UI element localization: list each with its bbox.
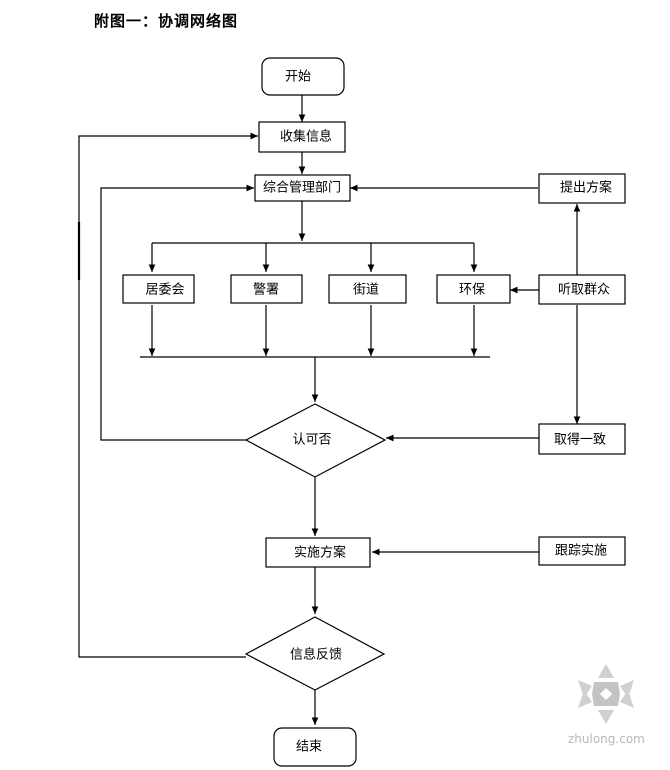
node-dept (254, 174, 351, 202)
node-track (538, 536, 626, 566)
label-approve: 认可否 (292, 433, 331, 448)
node-propose (538, 173, 626, 204)
edge-feedback-collect-loop (78, 132, 258, 658)
node-start (261, 57, 345, 96)
label-track: 跟踪实施 (555, 544, 607, 559)
label-start: 开始 (285, 70, 311, 85)
node-listen (538, 274, 626, 305)
watermark-text: zhulong.com (568, 732, 645, 746)
node-agree (538, 423, 626, 455)
watermark-logo-icon (578, 664, 634, 724)
label-unit1: 居委会 (145, 283, 184, 298)
node-feedback (244, 616, 386, 691)
edge-approve-dept-loop (100, 184, 254, 441)
node-implement (265, 537, 371, 568)
node-unit4 (436, 274, 511, 304)
label-implement: 实施方案 (294, 545, 346, 561)
node-unit2 (230, 274, 303, 304)
label-end: 结束 (296, 740, 322, 755)
label-listen: 听取群众 (558, 283, 610, 298)
node-unit1 (122, 274, 195, 304)
node-end (273, 727, 357, 767)
label-propose: 提出方案 (560, 180, 612, 196)
label-unit3: 街道 (353, 283, 379, 298)
label-collect: 收集信息 (280, 129, 332, 145)
label-unit2: 警署 (253, 282, 279, 298)
label-agree: 取得一致 (554, 432, 606, 448)
node-approve (244, 403, 387, 478)
node-collect (258, 121, 346, 153)
node-unit3 (328, 274, 407, 304)
label-feedback: 信息反馈 (290, 647, 342, 663)
label-dept: 综合管理部门 (263, 181, 341, 196)
page-title: 附图一：协调网络图 (94, 12, 239, 30)
label-unit4: 环保 (459, 283, 485, 298)
